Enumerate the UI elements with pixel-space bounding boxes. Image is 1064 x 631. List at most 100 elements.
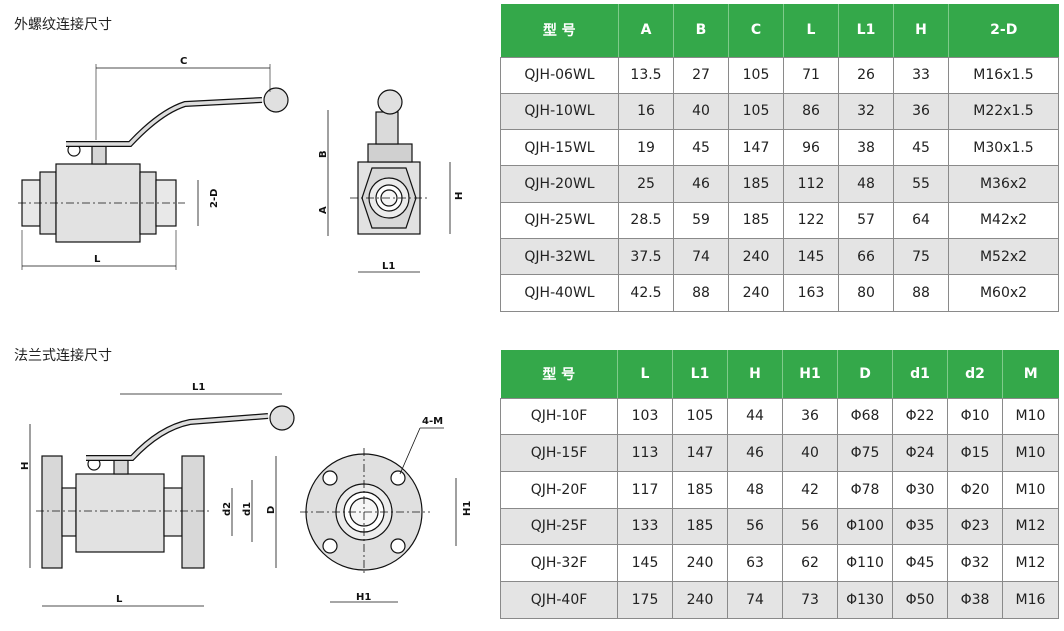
model-cell: QJH-40F xyxy=(500,581,618,619)
threaded-header-cell: 型 号 xyxy=(500,4,619,58)
flange-header-cell: H1 xyxy=(782,350,838,399)
flange-header-cell: d2 xyxy=(947,350,1003,399)
value-cell: 117 xyxy=(617,471,673,509)
threaded-header-cell: H xyxy=(893,4,949,58)
threaded-header-cell: C xyxy=(728,4,784,58)
value-cell: 88 xyxy=(673,274,729,312)
value-cell: Φ32 xyxy=(947,544,1003,582)
value-cell: 36 xyxy=(782,398,838,436)
value-cell: 63 xyxy=(727,544,783,582)
value-cell: Φ20 xyxy=(947,471,1003,509)
threaded-header-cell: B xyxy=(673,4,729,58)
value-cell: Φ15 xyxy=(947,434,1003,472)
threaded-header-cell: 2-D xyxy=(948,4,1059,58)
value-cell: 185 xyxy=(728,165,784,203)
value-cell: 185 xyxy=(728,202,784,239)
value-cell: 13.5 xyxy=(618,57,674,94)
value-cell: 46 xyxy=(673,165,729,203)
threaded-header-cell: L xyxy=(783,4,839,58)
flange-dim-h1: H1 xyxy=(462,501,473,516)
value-cell: 240 xyxy=(728,238,784,276)
value-cell: 27 xyxy=(673,57,729,94)
model-cell: QJH-15WL xyxy=(500,129,619,167)
value-cell: 45 xyxy=(673,129,729,167)
value-cell: Φ30 xyxy=(892,471,948,509)
flange-dim-h1-bottom: H1 xyxy=(356,592,371,603)
value-cell: 86 xyxy=(783,93,839,131)
model-cell: QJH-25WL xyxy=(500,202,619,239)
value-cell: 45 xyxy=(893,129,949,167)
flange-dim-d: D xyxy=(266,506,277,514)
value-cell: M12 xyxy=(1002,544,1059,582)
model-cell: QJH-15F xyxy=(500,434,618,472)
value-cell: 88 xyxy=(893,274,949,312)
model-cell: QJH-20WL xyxy=(500,165,619,203)
value-cell: M10 xyxy=(1002,434,1059,472)
value-cell: M60x2 xyxy=(948,274,1059,312)
value-cell: M16 xyxy=(1002,581,1059,619)
value-cell: 56 xyxy=(782,508,838,546)
value-cell: Φ38 xyxy=(947,581,1003,619)
model-cell: QJH-10WL xyxy=(500,93,619,131)
flange-header-cell: L xyxy=(617,350,673,399)
value-cell: 38 xyxy=(838,129,894,167)
value-cell: 145 xyxy=(617,544,673,582)
threaded-dim-l1: L1 xyxy=(382,261,395,272)
value-cell: 96 xyxy=(783,129,839,167)
value-cell: 59 xyxy=(673,202,729,239)
value-cell: 103 xyxy=(617,398,673,436)
threaded-dim-a: A xyxy=(318,206,329,214)
value-cell: Φ23 xyxy=(947,508,1003,546)
value-cell: 56 xyxy=(727,508,783,546)
flange-dim-d1: d1 xyxy=(242,502,253,516)
threaded-dim-2d: 2-D xyxy=(209,189,220,208)
value-cell: Φ75 xyxy=(837,434,893,472)
flange-header-cell: D xyxy=(837,350,893,399)
value-cell: M42x2 xyxy=(948,202,1059,239)
value-cell: 240 xyxy=(672,581,728,619)
value-cell: 74 xyxy=(727,581,783,619)
value-cell: 48 xyxy=(838,165,894,203)
model-cell: QJH-32WL xyxy=(500,238,619,276)
value-cell: 19 xyxy=(618,129,674,167)
value-cell: Φ78 xyxy=(837,471,893,509)
value-cell: 16 xyxy=(618,93,674,131)
value-cell: 42.5 xyxy=(618,274,674,312)
value-cell: 147 xyxy=(728,129,784,167)
value-cell: 37.5 xyxy=(618,238,674,276)
value-cell: Φ110 xyxy=(837,544,893,582)
value-cell: 40 xyxy=(673,93,729,131)
flange-header-cell: H xyxy=(727,350,783,399)
value-cell: Φ50 xyxy=(892,581,948,619)
value-cell: M10 xyxy=(1002,471,1059,509)
value-cell: Φ35 xyxy=(892,508,948,546)
value-cell: 133 xyxy=(617,508,673,546)
value-cell: Φ68 xyxy=(837,398,893,436)
value-cell: M12 xyxy=(1002,508,1059,546)
value-cell: 145 xyxy=(783,238,839,276)
threaded-dim-b: B xyxy=(318,150,329,158)
value-cell: 105 xyxy=(728,93,784,131)
value-cell: 73 xyxy=(782,581,838,619)
model-cell: QJH-32F xyxy=(500,544,618,582)
threaded-section-title: 外螺纹连接尺寸 xyxy=(14,17,112,33)
value-cell: Φ10 xyxy=(947,398,1003,436)
threaded-dim-c: C xyxy=(180,56,187,67)
threaded-dim-l: L xyxy=(94,254,101,265)
model-cell: QJH-10F xyxy=(500,398,618,436)
value-cell: 147 xyxy=(672,434,728,472)
